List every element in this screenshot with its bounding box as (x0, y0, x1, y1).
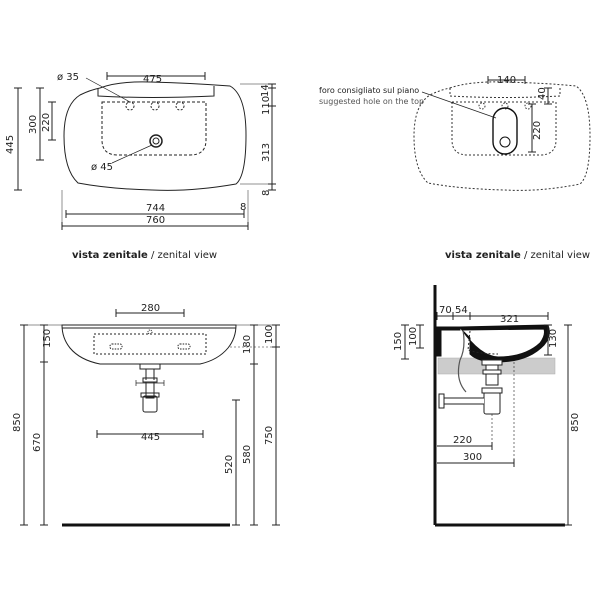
basin-outline (63, 81, 247, 191)
dim-850-side-label: 850 (570, 413, 581, 432)
dim-321-label: 321 (500, 314, 519, 325)
dim-100-front-label: 100 (264, 325, 275, 344)
caption-top-right: vista zenitale / zenital view (445, 250, 590, 261)
dim-313-label: 313 (261, 143, 272, 162)
note-english: suggested hole on the top (319, 97, 424, 106)
dim-180-label: 180 (242, 335, 253, 354)
dim-300-label: 300 (28, 115, 39, 134)
tap-hole-left-hidden (478, 102, 486, 110)
dim-140-label: 140 (497, 75, 516, 86)
tap-hole-right (175, 101, 185, 111)
dim-850-front-label: 850 (12, 413, 23, 432)
front-tap-hole-right (177, 343, 191, 350)
dim-d35-label: ø 35 (57, 72, 79, 83)
front-drain-pipe (145, 381, 155, 399)
dim-220-top-right-label: 220 (532, 121, 543, 140)
basin-outline-hidden (413, 81, 591, 191)
front-drain-flange (139, 363, 161, 370)
front-inner-bowl (93, 333, 207, 355)
side-basin-section (436, 326, 461, 357)
dim-445-label: 445 (5, 135, 16, 154)
dim-40-label: 40 (537, 87, 548, 100)
side-supply-hose (457, 329, 467, 393)
tap-hole-center (150, 101, 160, 111)
dim-8b-label: 8 (240, 202, 246, 213)
side-wall-flange (438, 393, 445, 409)
front-basin-outline (61, 324, 237, 365)
side-drain-nut (482, 369, 502, 375)
front-trap-body (142, 395, 158, 413)
dim-8a-label: 8 (261, 190, 272, 196)
caption-top-right-bold: vista zenitale (445, 250, 521, 261)
dim-520-label: 520 (224, 455, 235, 474)
inner-bowl-hidden (451, 101, 557, 156)
dim-130-label: 130 (548, 329, 559, 348)
side-waste-pipe (443, 397, 484, 405)
side-trap-cap (481, 387, 503, 394)
dim-445-front-label: 445 (141, 432, 160, 443)
basin-back-deck (97, 86, 215, 98)
dim-100-side-label: 100 (408, 327, 419, 346)
dim-744-label: 744 (146, 203, 165, 214)
front-tap-hole-left (109, 343, 123, 350)
suggested-hole-slot (492, 107, 518, 155)
front-trap-top (140, 392, 160, 398)
dim-d45-label: ø 45 (91, 162, 113, 173)
dim-14-label: 14 (260, 84, 271, 97)
basin-back-deck-hidden (449, 86, 561, 98)
front-drain-nut (142, 377, 158, 383)
drain-hole-inner (152, 137, 160, 145)
dim-300-side-label: 300 (463, 452, 482, 463)
dim-280-label: 280 (141, 303, 160, 314)
side-section-view (401, 285, 572, 527)
suggested-drain (499, 136, 511, 148)
front-center-hole (147, 329, 153, 335)
tap-hole-center-hidden (501, 102, 509, 110)
caption-top-right-rest: / zenital view (521, 250, 590, 261)
dim-760-label: 760 (146, 215, 165, 226)
tap-hole-right-hidden (524, 102, 532, 110)
inner-bowl (101, 101, 207, 156)
dim-580-label: 580 (242, 445, 253, 464)
front-view (20, 309, 280, 527)
dim-54-label: 54 (455, 305, 468, 316)
top-right-zenital-view (413, 76, 591, 191)
side-drain-flange (481, 359, 503, 366)
note-italian: foro consigliato sul piano (319, 86, 419, 95)
side-drain-pipe (485, 364, 499, 386)
dim-220-label: 220 (41, 113, 52, 132)
caption-top-left-bold: vista zenitale (72, 250, 148, 261)
side-trap-body (483, 391, 501, 415)
dim-220-side-label: 220 (453, 435, 472, 446)
dim-475-label: 475 (143, 74, 162, 85)
top-left-zenital-view (14, 72, 276, 230)
dim-150-side-label: 150 (393, 332, 404, 351)
dim-150-front-label: 150 (42, 329, 53, 348)
side-basin-bowl-shell (459, 324, 550, 363)
dim-110-label: 110 (261, 96, 272, 115)
drain-hole (149, 134, 163, 148)
caption-top-left-rest: / zenital view (148, 250, 217, 261)
tap-hole-left (125, 101, 135, 111)
dim-670-label: 670 (32, 433, 43, 452)
dim-750-label: 750 (264, 426, 275, 445)
caption-top-left: vista zenitale / zenital view (72, 250, 217, 261)
dim-70-label: 70 (439, 305, 452, 316)
